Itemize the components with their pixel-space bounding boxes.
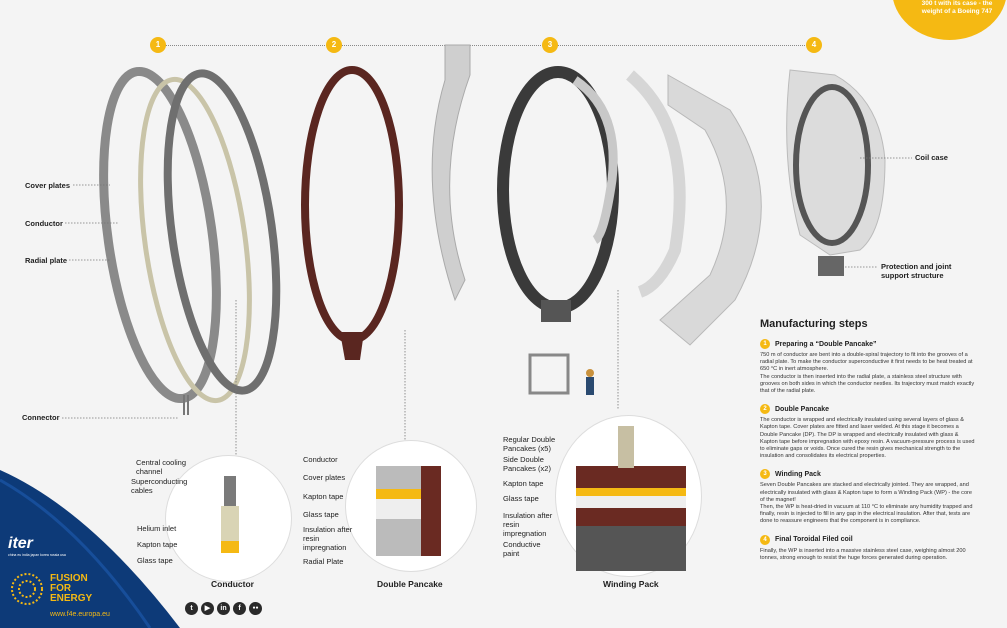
final-coil [786, 69, 886, 276]
caption-winding-pack: Winding Pack [603, 579, 659, 589]
f4e-line3: ENERGY [50, 593, 93, 604]
step4-title: Final Toroidal Filed coil [775, 536, 853, 544]
facebook-icon[interactable]: f [233, 602, 246, 615]
c1-superconducting: Superconducting cables [131, 477, 188, 495]
c1-central-cooling: Central cooling channel [136, 458, 187, 476]
weight-badge-text: 300 t with its case - the weight of a Bo… [921, 0, 993, 15]
step2-body: The conductor is wrapped and electricall… [760, 417, 975, 460]
flickr-icon[interactable]: ●● [249, 602, 262, 615]
c2-glass-tape: Glass tape [303, 510, 339, 519]
linkedin-icon[interactable]: in [217, 602, 230, 615]
step1-body: 750 m of conductor are bent into a doubl… [760, 352, 973, 373]
c2-cover-plates: Cover plates [303, 473, 346, 482]
step-section-4: 4 Final Toroidal Filed coil Finally, the … [760, 534, 975, 562]
step-number-1: 1 [150, 37, 166, 53]
step2-badge: 2 [760, 404, 770, 415]
step4-body: Finally, the WP is inserted into a massi… [760, 547, 966, 561]
step2-double-pancake [301, 66, 403, 360]
caption-double-pancake: Double Pancake [377, 579, 443, 589]
step-number-4: 4 [806, 37, 822, 53]
step3-badge: 3 [760, 469, 770, 480]
conductor-detail-circle [165, 455, 292, 582]
step3-body2: Then, the WP is heat-dried in vacuum at … [760, 504, 973, 525]
manufacturing-steps-panel: Manufacturing steps 1 Preparing a “Double… [760, 318, 975, 571]
step-section-1: 1 Preparing a “Double Pancake” 750 m of c… [760, 339, 975, 395]
c2-conductor: Conductor [303, 455, 338, 464]
social-links: t ▶ in f ●● [185, 602, 262, 615]
c1-helium-inlet: Helium inlet [137, 524, 177, 533]
label-coil-case: Coil case [915, 153, 948, 162]
c3-regular-dp: Regular Double Pancakes (x5) [503, 435, 556, 453]
branding-corner [0, 470, 180, 628]
step1-body2: The conductor is then inserted into the … [760, 373, 975, 395]
f4e-logo: FUSION FOR ENERGY [8, 570, 92, 608]
youtube-icon[interactable]: ▶ [201, 602, 214, 615]
manufacturing-title: Manufacturing steps [760, 318, 868, 330]
twitter-icon[interactable]: t [185, 602, 198, 615]
c1-kapton-tape: Kapton tape [137, 540, 178, 549]
caption-conductor: Conductor [211, 579, 254, 589]
step4-case-pieces [572, 70, 762, 346]
step-timeline [165, 45, 815, 46]
c2-kapton-tape: Kapton tape [303, 492, 344, 501]
step3-title: Winding Pack [775, 470, 821, 478]
step3-case-half [431, 44, 471, 302]
c3-side-dp: Side Double Pancakes (x2) [503, 455, 551, 473]
c2-insulation: Insulation after resin impregnation [303, 525, 353, 552]
step-section-2: 2 Double Pancake The conductor is wrapped… [760, 404, 975, 460]
step-section-3: 3 Winding Pack Seven Double Pancakes are … [760, 469, 975, 525]
iter-logo-text: iter [8, 535, 33, 552]
step3-body: Seven Double Pancakes are stacked and el… [760, 482, 973, 503]
step4-badge: 4 [760, 534, 770, 545]
c3-glass-tape: Glass tape [503, 494, 539, 503]
step1-rings [99, 66, 281, 415]
step-number-3: 3 [542, 37, 558, 53]
label-conductor: Conductor [25, 219, 63, 228]
winding-pack-detail-circle [555, 415, 702, 577]
step1-badge: 1 [760, 339, 770, 349]
f4e-url[interactable]: www.f4e.europa.eu [50, 611, 110, 618]
label-protection: Protection and joint support structure [881, 262, 952, 280]
iter-members: china eu india japan korea russia usa [8, 553, 66, 557]
label-cover-plates: Cover plates [25, 181, 71, 190]
f4e-line1: FUSION [50, 573, 88, 584]
c3-insulation: Insulation after resin impregnation [503, 511, 553, 538]
conductor-detail-graphic [221, 476, 239, 553]
label-radial-plate: Radial plate [25, 256, 68, 265]
c2-radial-plate: Radial Plate [303, 557, 344, 566]
c3-kapton-tape: Kapton tape [503, 479, 544, 488]
leader-lines [62, 157, 912, 455]
step1-title: Preparing a “Double Pancake” [775, 340, 877, 348]
c3-conductive-paint: Conductive paint [503, 540, 541, 558]
c1-glass-tape: Glass tape [137, 556, 173, 565]
double-pancake-detail-graphic [376, 466, 441, 556]
f4e-sun-icon [11, 573, 43, 605]
winding-pack-detail-graphic [576, 426, 686, 571]
label-connector: Connector [22, 413, 60, 422]
step-number-2: 2 [326, 37, 342, 53]
step2-title: Double Pancake [775, 405, 830, 413]
double-pancake-detail-circle [345, 440, 477, 572]
f4e-line2: FOR [50, 583, 72, 594]
iter-logo: iter china eu india japan korea russia u… [8, 535, 66, 557]
